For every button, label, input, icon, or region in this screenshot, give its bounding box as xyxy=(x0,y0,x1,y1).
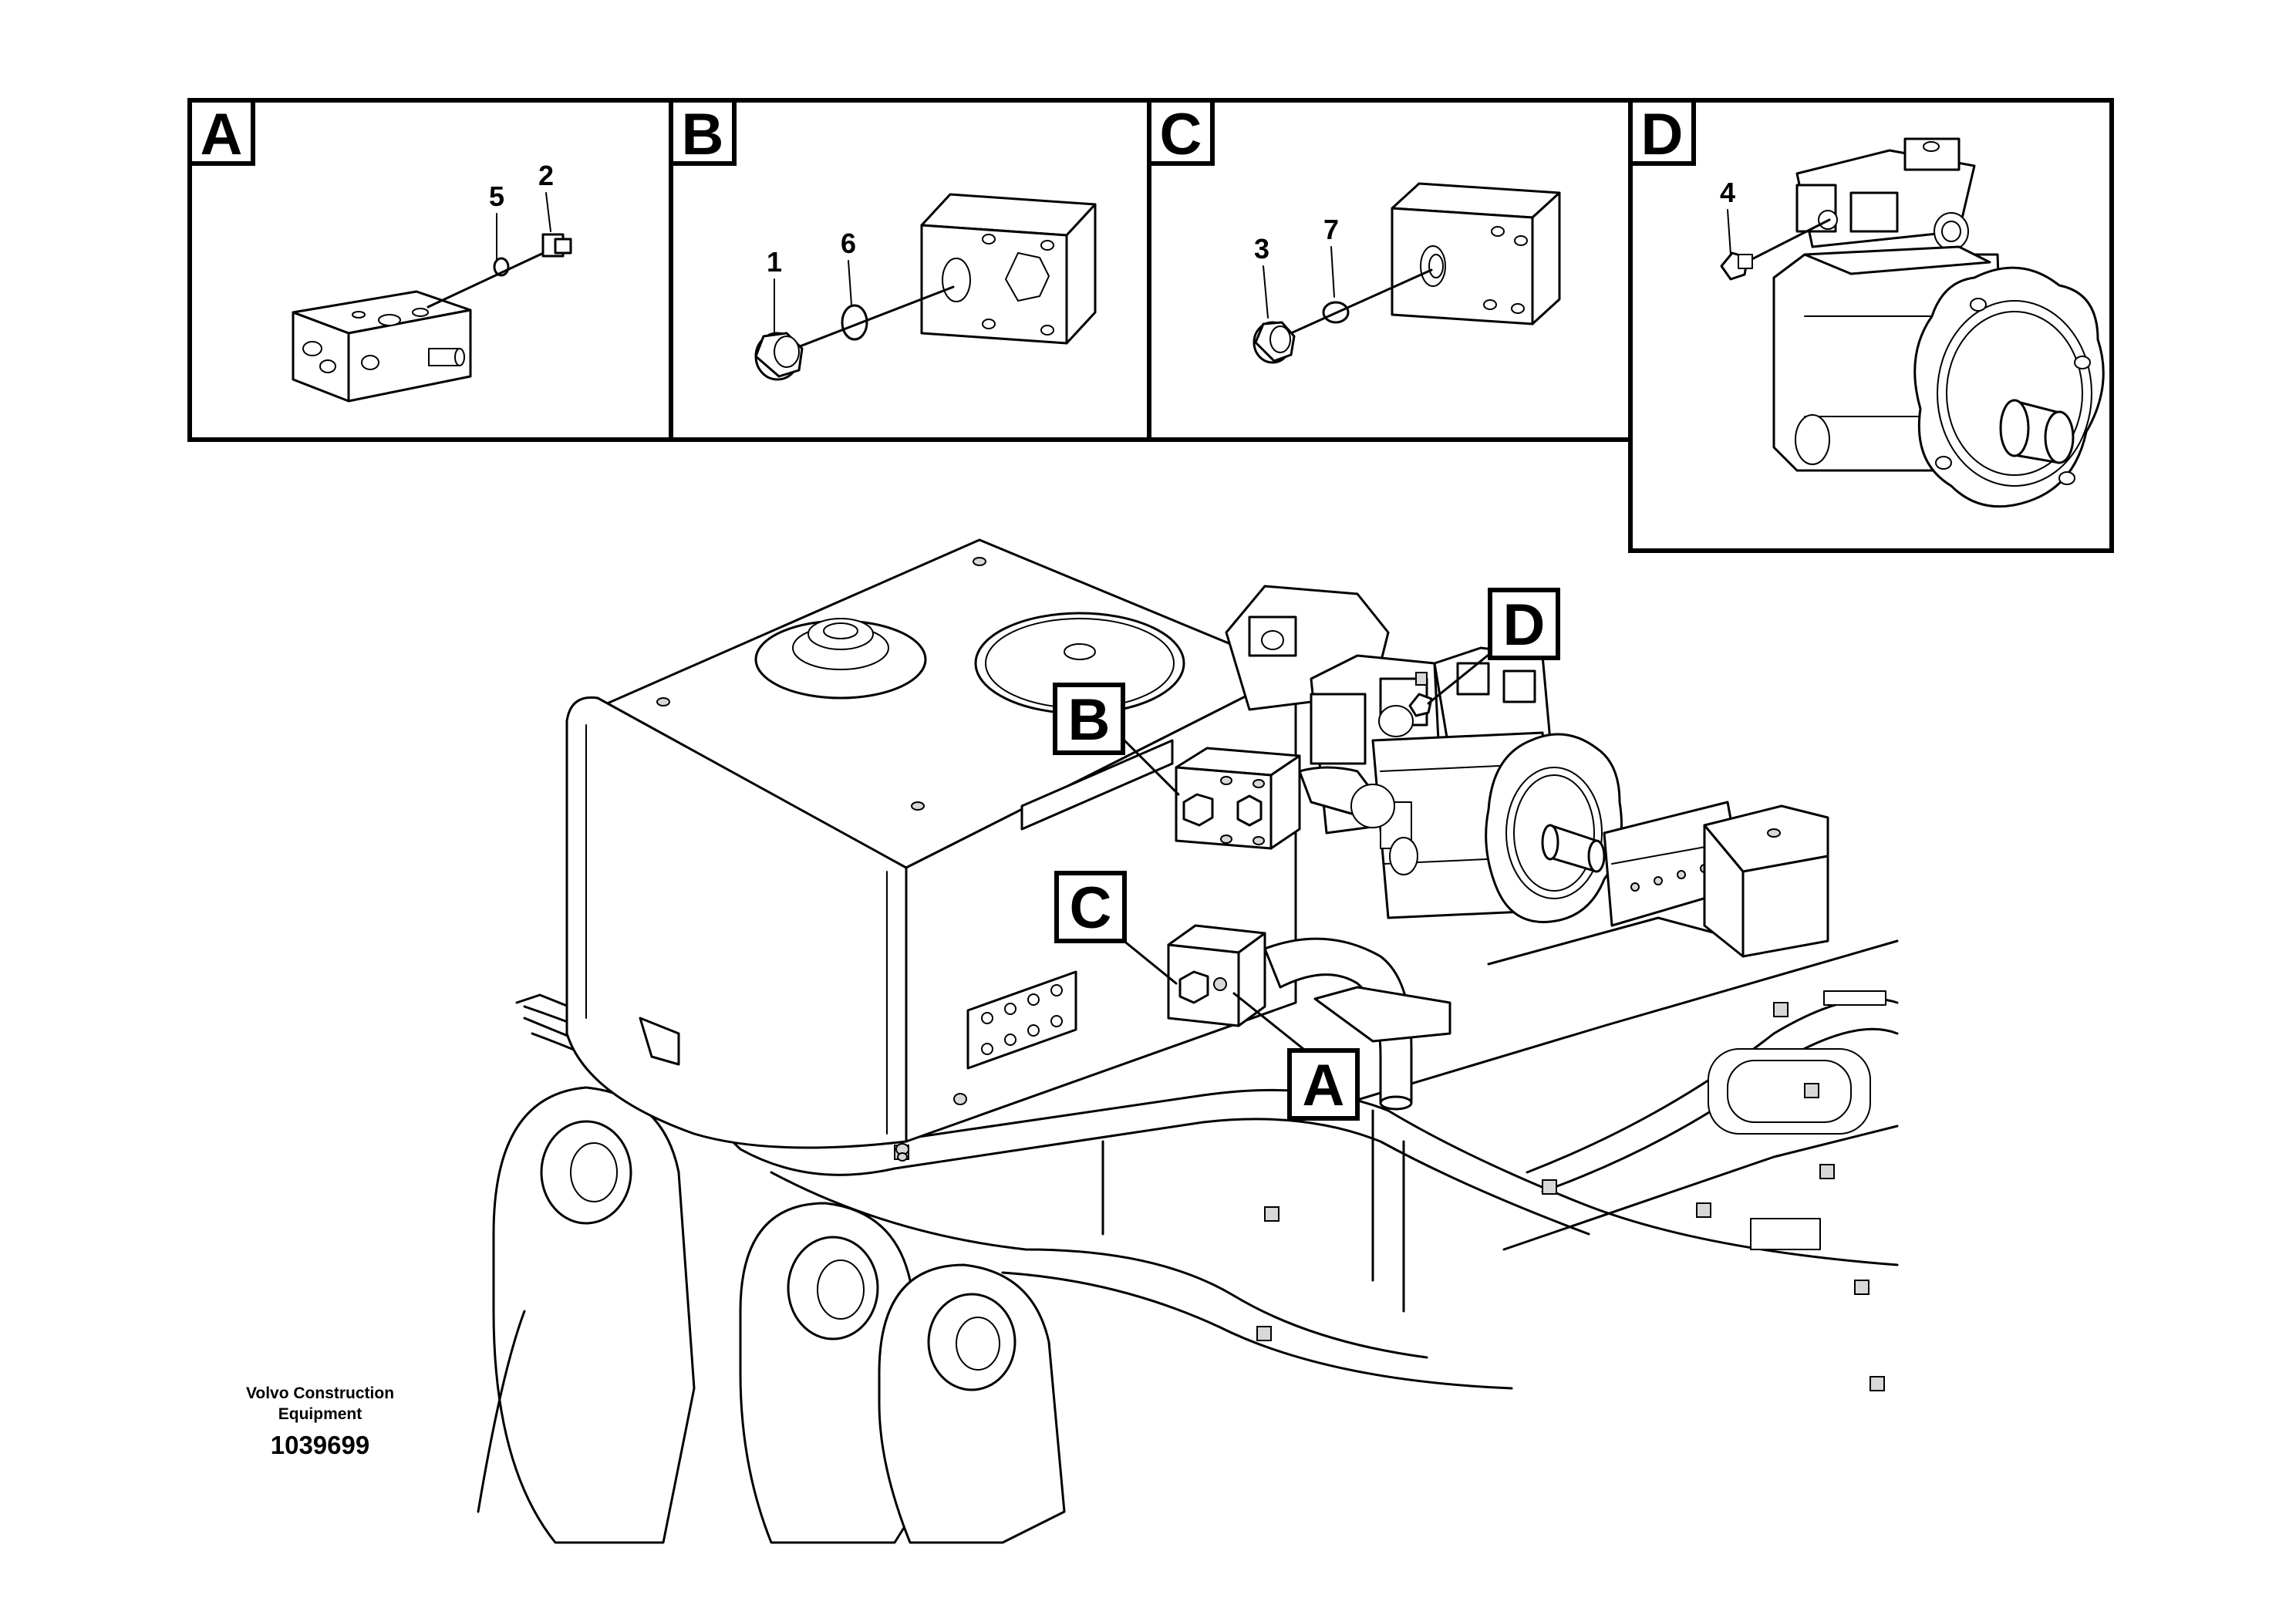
detail-panel-a: A 5 2 xyxy=(187,98,673,442)
flange-block-c xyxy=(1391,182,1561,325)
main-callout-d-letter: D xyxy=(1503,592,1546,658)
leader-part-7 xyxy=(1330,246,1335,298)
panel-d-letter: D xyxy=(1641,102,1684,167)
main-callout-d: D xyxy=(1427,588,1560,705)
main-pump-assembly xyxy=(1225,585,1829,958)
leader-part-4 xyxy=(1727,209,1731,255)
diagram-caption: Volvo Construction Equipment 1039699 xyxy=(246,1384,394,1459)
boom-pin-brackets xyxy=(477,993,1066,1544)
hydraulic-pump-drawing xyxy=(1772,137,2105,508)
leader-part-3 xyxy=(1263,265,1269,319)
main-callout-b-letter: B xyxy=(1068,687,1111,753)
caption-company-line1: Volvo Construction xyxy=(246,1384,394,1402)
flange-block-main-b xyxy=(1175,747,1395,850)
fitting-4 xyxy=(1720,251,1753,281)
plug-1 xyxy=(754,332,804,381)
panel-a-frame xyxy=(187,98,673,442)
panel-a-letter: A xyxy=(201,102,243,167)
part-number-1: 1 xyxy=(767,246,782,278)
main-callout-a: A xyxy=(1232,992,1360,1121)
part-number-6: 6 xyxy=(841,228,856,259)
main-callout-c-letter: C xyxy=(1070,875,1112,941)
main-callout-b-leader xyxy=(1115,731,1180,796)
part-number-4: 4 xyxy=(1720,177,1735,208)
main-callout-b: B xyxy=(1053,683,1180,796)
part-number-3: 3 xyxy=(1254,233,1269,265)
main-assembly-view: B D C A xyxy=(477,538,1899,1544)
main-callout-d-leader xyxy=(1427,650,1494,705)
panel-b-tag xyxy=(669,98,737,166)
detail-panel-d: D xyxy=(1628,98,2114,553)
panel-a-tag xyxy=(187,98,255,166)
o-ring-6 xyxy=(841,304,868,341)
panel-c-letter: C xyxy=(1160,102,1202,167)
main-callout-a-leader xyxy=(1232,992,1313,1057)
panel-a-leader xyxy=(426,244,561,309)
detail-panel-b: B 1 6 xyxy=(669,98,1151,442)
hydraulic-tank xyxy=(565,538,1297,1162)
valve-block-drawing xyxy=(292,290,472,403)
panel-d-tag xyxy=(1628,98,1696,166)
flange-block-main-c xyxy=(1167,924,1451,1111)
part-number-5: 5 xyxy=(489,180,504,212)
leader-part-6 xyxy=(848,260,852,305)
panel-c-leader xyxy=(1276,268,1433,341)
flange-block-b xyxy=(920,193,1097,345)
part-number-7: 7 xyxy=(1323,214,1339,245)
o-ring-7 xyxy=(1322,301,1350,324)
panel-b-letter: B xyxy=(682,102,724,167)
main-callout-c: C xyxy=(1054,871,1178,985)
panel-d-frame xyxy=(1628,98,2114,553)
caption-document-number: 1039699 xyxy=(271,1431,369,1459)
panel-c-tag xyxy=(1147,98,1215,166)
caption-company-line2: Equipment xyxy=(278,1405,362,1423)
panel-d-leader xyxy=(1737,218,1831,268)
part-number-2: 2 xyxy=(538,160,554,191)
o-ring-5 xyxy=(493,257,510,277)
leader-part-2 xyxy=(545,192,551,232)
plug-3 xyxy=(1253,321,1296,364)
plug-2 xyxy=(541,233,572,258)
main-callout-a-letter: A xyxy=(1303,1053,1345,1118)
detail-panel-c: C 3 7 xyxy=(1147,98,1633,442)
